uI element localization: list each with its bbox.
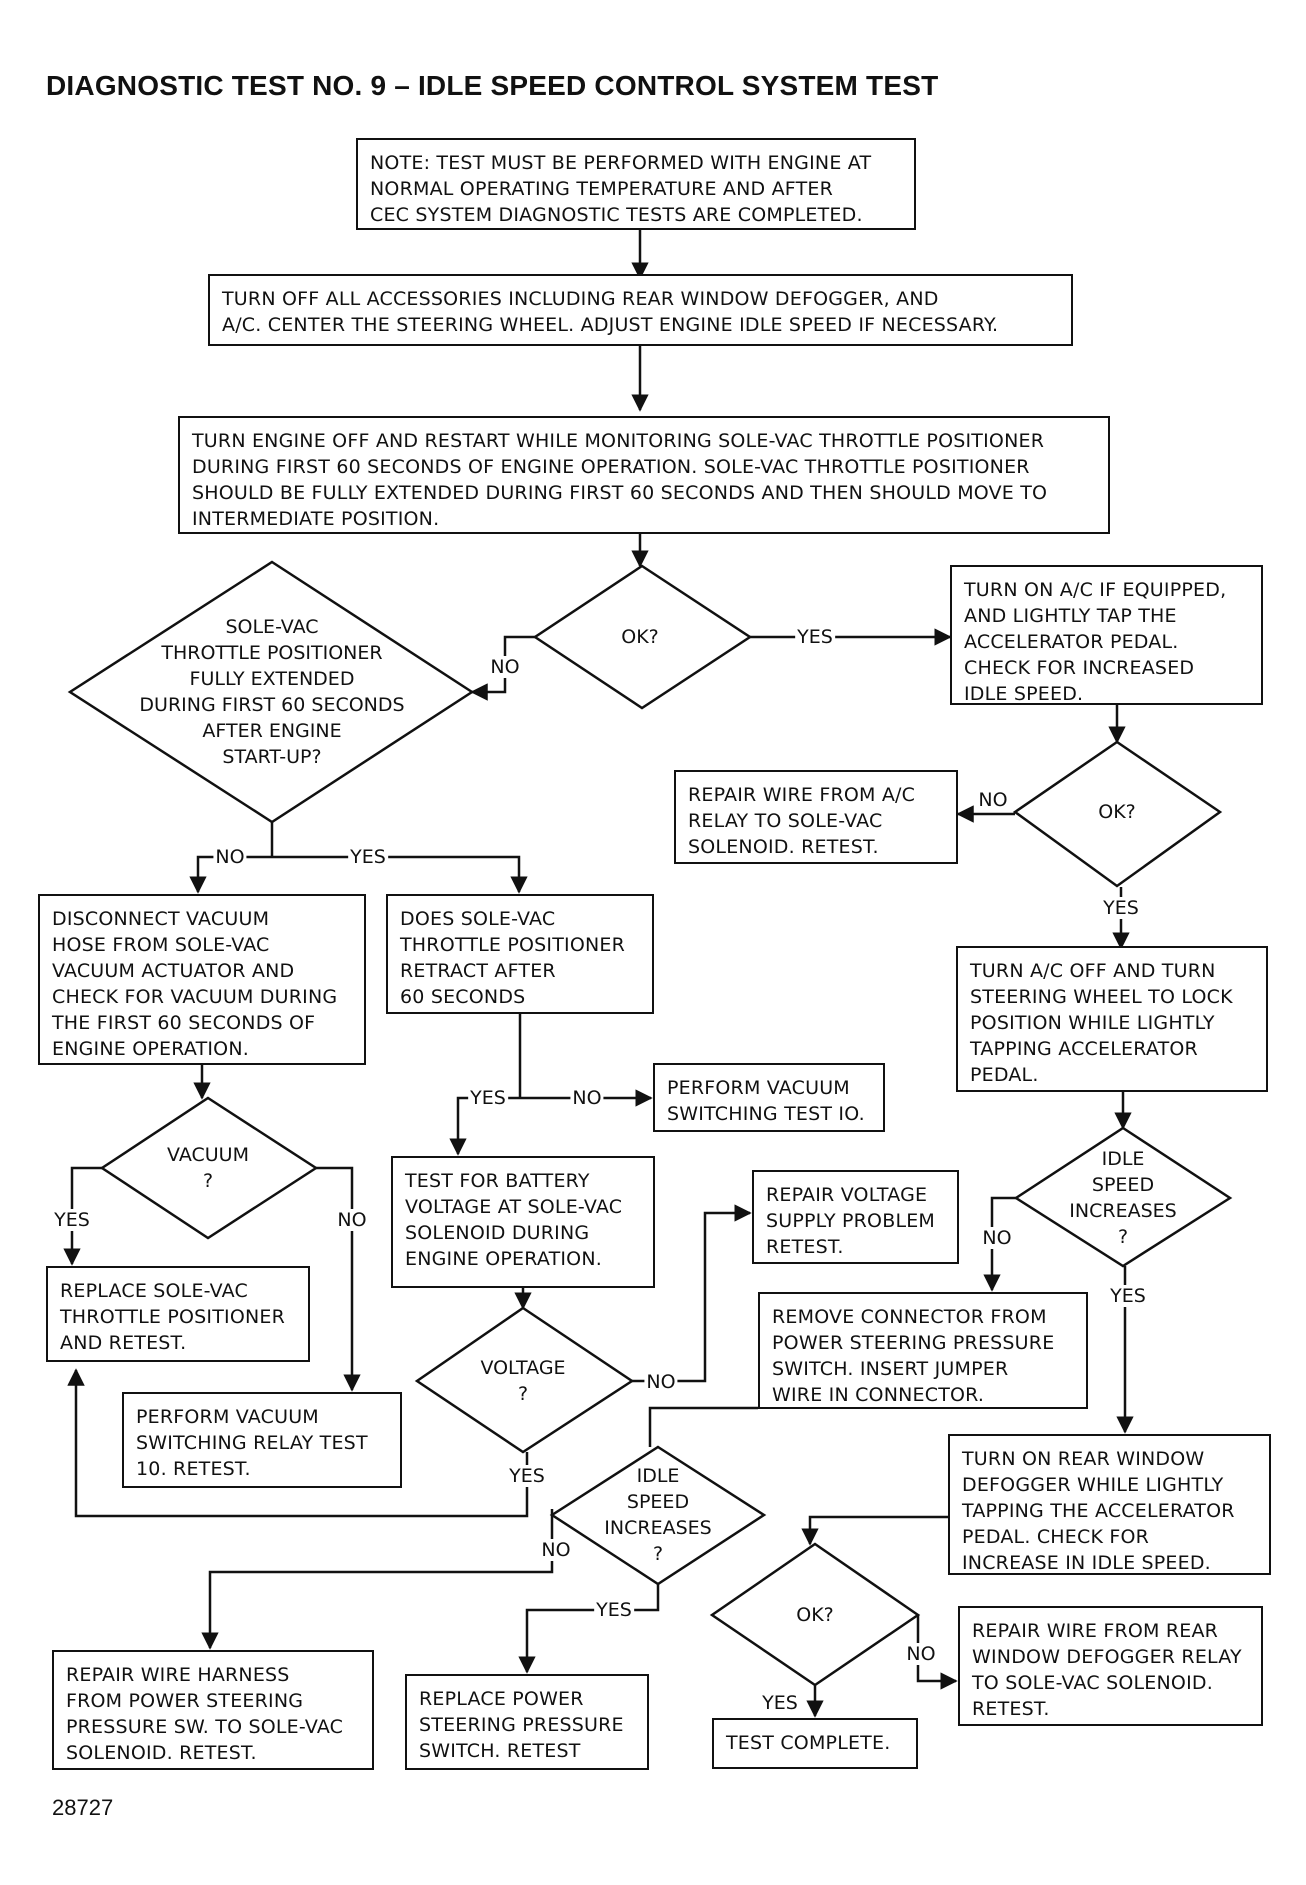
diamond-idle1: [1013, 1126, 1233, 1268]
repair-voltage-box: REPAIR VOLTAGE SUPPLY PROBLEM RETEST.: [752, 1170, 959, 1264]
diamond-ok2-text: OK?: [1098, 801, 1136, 823]
label-idle2-no: NO: [539, 1539, 573, 1561]
diamond-ok3-text: OK?: [796, 1604, 834, 1626]
diamond-vacuum: [99, 1096, 319, 1240]
label-idle1-no: NO: [980, 1227, 1014, 1249]
test-battery-box: TEST FOR BATTERY VOLTAGE AT SOLE-VAC SOL…: [391, 1156, 655, 1288]
label-ok2-no: NO: [976, 789, 1010, 811]
perform-vacuum-10-box: PERFORM VACUUM SWITCHING TEST IO.: [653, 1063, 885, 1132]
decision-diamonds: [67, 560, 1233, 1687]
connector-idle1-no: [983, 1196, 1016, 1292]
does-retract-box: DOES SOLE-VAC THROTTLE POSITIONER RETRAC…: [386, 894, 654, 1014]
repair-ac-relay-box: REPAIR WIRE FROM A/C RELAY TO SOLE-VAC S…: [674, 770, 958, 864]
remove-connector-box: REMOVE CONNECTOR FROM POWER STEERING PRE…: [758, 1292, 1088, 1409]
connector-idle2-no: [201, 1509, 554, 1650]
repair-defogger-relay-box: REPAIR WIRE FROM REAR WINDOW DEFOGGER RE…: [958, 1606, 1263, 1726]
label-idle1-yes: YES: [1108, 1285, 1148, 1307]
label-fully-yes: YES: [348, 846, 388, 868]
diamond-voltage-text: VOLTAGE ?: [480, 1357, 566, 1405]
connector-vacuum-yes: [63, 1166, 102, 1266]
label-ok1-no: NO: [488, 656, 522, 678]
connector-idle2-yes: [518, 1584, 660, 1674]
connector-ok3-no: [916, 1615, 958, 1690]
test-complete-box: TEST COMPLETE.: [712, 1718, 918, 1769]
diamond-idle2-text: IDLE SPEED INCREASES ?: [604, 1465, 712, 1565]
label-ok2-yes: YES: [1101, 897, 1141, 919]
replace-ps-switch-box: REPLACE POWER STEERING PRESSURE SWITCH. …: [405, 1674, 649, 1770]
diamond-ok1: [532, 564, 753, 710]
label-vacuum-yes: YES: [52, 1209, 92, 1231]
diamond-ok2: [1012, 740, 1223, 888]
label-retract-no: NO: [570, 1087, 604, 1109]
label-idle2-yes: YES: [594, 1599, 634, 1621]
connector-vacuum-no: [316, 1166, 361, 1392]
connector-fully-no: [189, 855, 272, 894]
page-title: DIAGNOSTIC TEST NO. 9 – IDLE SPEED CONTR…: [46, 70, 939, 101]
connector-fully-yes: [272, 855, 528, 894]
diamond-vacuum-text: VACUUM ?: [167, 1144, 249, 1192]
label-voltage-yes: YES: [507, 1465, 547, 1487]
diamond-fully-extended-text: SOLE-VAC THROTTLE POSITIONER FULLY EXTEN…: [139, 616, 405, 768]
figure-number: 28727: [52, 1795, 114, 1820]
restart-box: TURN ENGINE OFF AND RESTART WHILE MONITO…: [178, 416, 1110, 534]
label-fully-no: NO: [213, 846, 247, 868]
diamond-ok1-text: OK?: [621, 626, 659, 648]
diamond-fully-extended: [67, 560, 475, 824]
diamond-ok3: [709, 1542, 921, 1687]
label-retract-yes: YES: [468, 1087, 508, 1109]
connector-defogger-to-ok3: [801, 1515, 948, 1546]
diamond-idle2: [549, 1445, 767, 1586]
note-box: NOTE: TEST MUST BE PERFORMED WITH ENGINE…: [356, 138, 916, 230]
perform-relay-test-box: PERFORM VACUUM SWITCHING RELAY TEST 10. …: [122, 1392, 402, 1488]
diamond-idle1-text: IDLE SPEED INCREASES ?: [1069, 1148, 1177, 1248]
diamond-voltage: [414, 1306, 635, 1454]
label-ok3-no: NO: [904, 1643, 938, 1665]
connector-remove-to-idle2: [648, 1406, 758, 1447]
accessories-box: TURN OFF ALL ACCESSORIES INCLUDING REAR …: [208, 274, 1073, 346]
ac-off-box: TURN A/C OFF AND TURN STEERING WHEEL TO …: [956, 946, 1268, 1092]
rear-defogger-box: TURN ON REAR WINDOW DEFOGGER WHILE LIGHT…: [948, 1434, 1271, 1575]
disconnect-vacuum-box: DISCONNECT VACUUM HOSE FROM SOLE-VAC VAC…: [38, 894, 366, 1065]
label-ok3-yes: YES: [760, 1692, 800, 1714]
label-voltage-no: NO: [644, 1371, 678, 1393]
ac-on-box: TURN ON A/C IF EQUIPPED, AND LIGHTLY TAP…: [950, 565, 1263, 705]
label-ok1-yes: YES: [795, 626, 835, 648]
replace-positioner-box: REPLACE SOLE-VAC THROTTLE POSITIONER AND…: [46, 1266, 310, 1362]
repair-harness-box: REPAIR WIRE HARNESS FROM POWER STEERING …: [52, 1650, 374, 1770]
label-vacuum-no: NO: [335, 1209, 369, 1231]
